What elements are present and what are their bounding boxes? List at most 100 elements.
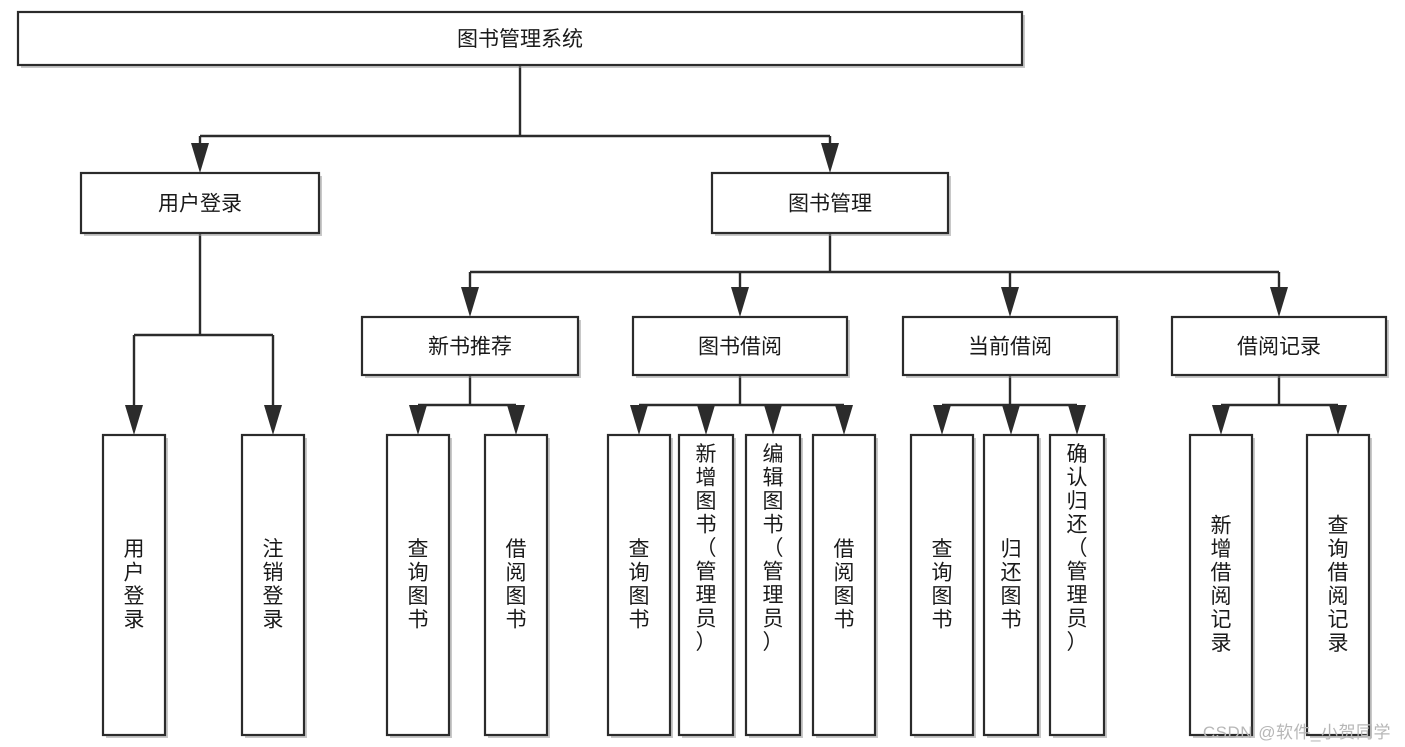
node-label: 当前借阅 xyxy=(968,336,1052,359)
node-box[interactable] xyxy=(360,315,580,377)
node-label: 图书管理 xyxy=(788,193,872,216)
node-label-char: 管 xyxy=(1067,561,1088,584)
node-label-char: 书 xyxy=(763,514,784,537)
arrow-head-icon xyxy=(461,287,479,317)
node-label-char: 管 xyxy=(696,561,717,584)
csdn-watermark: CSDN @软件_小贺同学 xyxy=(1202,723,1391,742)
arrow-head-icon xyxy=(933,405,951,435)
node-label-char: 归 xyxy=(1001,538,1022,561)
node-box[interactable] xyxy=(606,433,672,737)
node-label-char: 借 xyxy=(506,538,527,561)
node-label-char: 阅 xyxy=(834,561,855,584)
node-label-char: 阅 xyxy=(1328,585,1349,608)
node-label-char: 借 xyxy=(1211,561,1232,584)
node-label-char: 图 xyxy=(763,490,784,513)
node-new-book-rec[interactable]: 新书推荐 xyxy=(360,315,581,378)
node-label-char: 阅 xyxy=(506,561,527,584)
node-label-char: 图 xyxy=(506,585,527,608)
node-label: 图书借阅 xyxy=(698,336,782,359)
node-book-manage[interactable]: 图书管理 xyxy=(710,171,951,236)
node-label-char: 归 xyxy=(1067,490,1088,513)
arrow-head-icon xyxy=(821,143,839,173)
node-label-char: 询 xyxy=(932,561,953,584)
node-label-char: 员 xyxy=(1067,608,1088,631)
arrow-head-icon xyxy=(507,405,525,435)
node-book-borrow[interactable]: 图书借阅 xyxy=(631,315,850,378)
node-current-borrow[interactable]: 当前借阅 xyxy=(901,315,1120,378)
node-box[interactable] xyxy=(901,315,1119,377)
node-box[interactable] xyxy=(101,433,167,737)
node-label-char: 用 xyxy=(124,538,145,561)
node-label-char: 书 xyxy=(696,514,717,537)
node-box[interactable] xyxy=(483,433,549,737)
node-label-char: 录 xyxy=(263,608,284,631)
node-label-char: ） xyxy=(1067,631,1088,654)
arrow-head-icon xyxy=(1001,287,1019,317)
node-label: 图书管理系统 xyxy=(457,28,583,51)
node-label-char: 还 xyxy=(1001,561,1022,584)
node-box[interactable] xyxy=(811,433,877,737)
node-box[interactable] xyxy=(909,433,975,737)
node-label-char: （ xyxy=(1067,537,1088,560)
node-box[interactable] xyxy=(1305,433,1371,737)
node-label-char: 记 xyxy=(1328,608,1349,631)
node-box[interactable] xyxy=(1170,315,1388,377)
node-label-char: 还 xyxy=(1067,514,1088,537)
node-user-login[interactable]: 用户登录 xyxy=(79,171,322,236)
node-box[interactable] xyxy=(631,315,849,377)
arrow-head-icon xyxy=(1270,287,1288,317)
node-label-char: 书 xyxy=(506,608,527,631)
node-label-char: 辑 xyxy=(763,467,784,490)
node-label-char: 录 xyxy=(1328,632,1349,655)
node-label-char: 注 xyxy=(263,538,284,561)
node-box[interactable] xyxy=(982,433,1040,737)
node-box[interactable] xyxy=(1048,433,1106,737)
node-box[interactable] xyxy=(677,433,735,737)
node-leaf-user-login[interactable]: 用户登录 xyxy=(101,433,168,738)
node-label-char: 员 xyxy=(696,608,717,631)
node-box[interactable] xyxy=(385,433,451,737)
node-borrow-record[interactable]: 借阅记录 xyxy=(1170,315,1389,378)
node-label-char: 借 xyxy=(1328,561,1349,584)
node-box[interactable] xyxy=(744,433,802,737)
arrow-head-icon xyxy=(630,405,648,435)
arrow-head-icon xyxy=(264,405,282,435)
node-box[interactable] xyxy=(710,171,950,235)
node-label-char: 书 xyxy=(932,608,953,631)
node-label-char: 图 xyxy=(932,585,953,608)
node-box[interactable] xyxy=(79,171,321,235)
node-label-char: 查 xyxy=(1328,514,1349,537)
node-box[interactable] xyxy=(1188,433,1254,737)
node-box[interactable] xyxy=(16,10,1024,67)
node-label: 借阅记录 xyxy=(1237,336,1321,359)
node-label-char: 查 xyxy=(408,538,429,561)
node-label-char: ） xyxy=(696,631,717,654)
node-box[interactable] xyxy=(240,433,306,737)
node-label-char: 图 xyxy=(696,490,717,513)
node-label-char: 新 xyxy=(1211,514,1232,537)
node-label-char: 书 xyxy=(834,608,855,631)
node-label-char: 理 xyxy=(763,584,784,607)
node-root[interactable]: 图书管理系统 xyxy=(16,10,1025,68)
node-label-char: 理 xyxy=(696,584,717,607)
node-label-char: 询 xyxy=(1328,538,1349,561)
node-label-char: 书 xyxy=(408,608,429,631)
node-label: 用户登录 xyxy=(158,193,242,216)
node-label-char: 户 xyxy=(124,561,145,584)
node-label-char: 理 xyxy=(1067,584,1088,607)
node-label-char: 记 xyxy=(1211,608,1232,631)
